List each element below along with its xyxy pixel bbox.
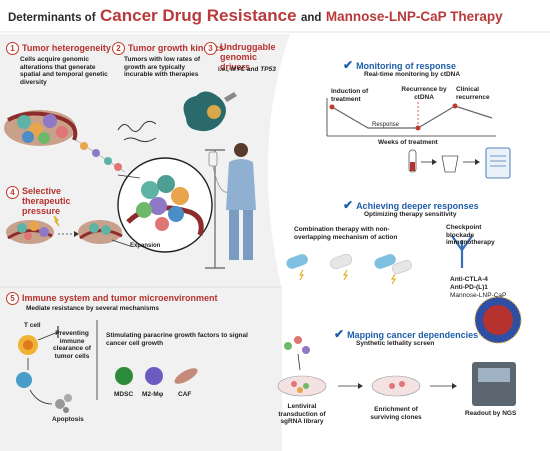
central-tumor-circle xyxy=(117,157,213,253)
title-part1: Determinants of xyxy=(8,12,96,24)
monitoring-plot xyxy=(326,98,496,137)
gene-myc: MYC xyxy=(230,66,246,73)
section-5-subtitle: Mediate resistance by several mechanisms xyxy=(26,305,159,312)
patient-illustration xyxy=(205,143,256,269)
screen-illustration xyxy=(277,336,516,406)
section-number-1: 1 xyxy=(6,42,19,55)
section-5-title-text: Immune system and tumor microenvironment xyxy=(22,292,218,303)
stimulating-label: Stimulating paracrine growth factors to … xyxy=(106,332,248,347)
anti-pdl1-label: Anti-PD-(L)1 xyxy=(450,284,488,291)
section-3-and: and xyxy=(246,66,259,73)
tcell-label: T cell xyxy=(24,322,41,329)
caf-label: CAF xyxy=(178,391,192,398)
clinical-recurrence-label: Clinical recurrence xyxy=(456,86,490,101)
title-part3: and xyxy=(300,12,322,24)
m2-macrophage-label: M2-Mφ xyxy=(142,391,164,398)
title-part2: Cancer Drug Resistance xyxy=(100,6,297,25)
section-number-3: 3 xyxy=(204,42,217,55)
section-3-desc: i.e., MYC and TP53 xyxy=(218,66,276,74)
ctdna-test-illustration xyxy=(408,147,511,179)
tumor-heterogeneity-illustration xyxy=(4,110,78,146)
step-ngs-label: Readout by NGS xyxy=(465,410,517,417)
section-4-title-text: Selective therapeutic pressure xyxy=(22,186,71,216)
mapping-subtitle: Synthetic lethality screen xyxy=(356,340,435,347)
combination-therapy-capsules xyxy=(286,253,412,285)
title-part4: Mannose-LNP-CaP Therapy xyxy=(325,9,503,24)
section-number-2: 2 xyxy=(112,42,125,55)
checkmark-icon: ✔ xyxy=(343,58,354,72)
section-2-desc: Tumors with low rates of growth are typi… xyxy=(124,56,201,78)
mdsc-label: MDSC xyxy=(114,391,134,398)
deeper-subtitle: Optimizing therapy sensitivity xyxy=(364,211,457,218)
section-1-desc: Cells acquire genomic alterations that g… xyxy=(20,56,108,86)
nanoparticle-illustration xyxy=(474,296,522,344)
combination-therapy-label: Combination therapy with non-overlapping… xyxy=(294,226,398,241)
deeper-title: ✔Achieving deeper responses xyxy=(343,198,479,212)
preventing-clearance-label: Preventing immune clearance of tumor cel… xyxy=(53,330,91,360)
section-3-desc-prefix: i.e., xyxy=(218,66,229,73)
mapping-title-text: Mapping cancer dependencies xyxy=(347,330,479,340)
checkpoint-label: Checkpoint blockade immunotherapy xyxy=(446,224,495,246)
step-lentiviral-label: Lentiviral transduction of sgRNA library xyxy=(278,403,326,425)
section-number-5: 5 xyxy=(6,292,19,305)
apoptosis-label: Apoptosis xyxy=(52,416,84,423)
checkmark-icon: ✔ xyxy=(343,198,354,212)
gene-tp53: TP53 xyxy=(260,66,276,73)
cell-chain xyxy=(75,139,126,173)
section-number-4: 4 xyxy=(6,186,19,199)
monitoring-subtitle: Real-time monitoring by ctDNA xyxy=(364,71,461,78)
section-1-title-text: Tumor heterogeneity xyxy=(22,42,111,53)
recurrence-ctdna-label: Recurrence by ctDNA xyxy=(401,86,447,101)
section-3-title-text: Undruggable genomic drivers xyxy=(220,42,276,72)
page-title: Determinants of Cancer Drug Resistance a… xyxy=(8,6,503,26)
antibody-illustration xyxy=(451,235,473,268)
selective-pressure-illustration xyxy=(6,215,131,247)
growth-kinetics-curves xyxy=(117,120,157,143)
deeper-title-text: Achieving deeper responses xyxy=(356,201,479,211)
induction-label: Induction of treatment xyxy=(331,88,369,103)
response-label: Response xyxy=(372,122,400,128)
mapping-title: ✔Mapping cancer dependencies xyxy=(334,327,478,341)
monitoring-title: ✔Monitoring of response xyxy=(343,58,456,72)
expansion-label: Expansion xyxy=(130,243,161,249)
weeks-of-treatment-label: Weeks of treatment xyxy=(378,139,438,146)
section-2-title-text: Tumor growth kinetics xyxy=(128,42,224,53)
immune-illustration xyxy=(16,320,198,413)
anti-ctla4-label: Anti-CTLA-4 xyxy=(450,276,488,283)
mannose-label: Mannose-LNP-CaP xyxy=(450,292,507,299)
checkmark-icon: ✔ xyxy=(334,327,345,341)
undruggable-protein-illustration xyxy=(183,91,237,132)
step-enrichment-label: Enrichment of surviving clones xyxy=(370,406,422,421)
monitoring-title-text: Monitoring of response xyxy=(356,61,457,71)
